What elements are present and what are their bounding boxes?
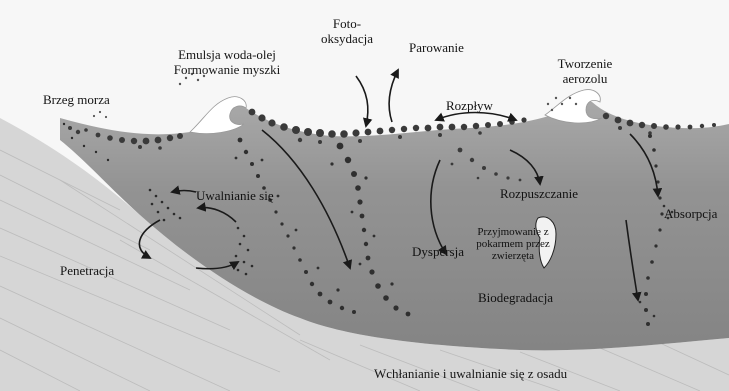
label-shoreline: Brzeg morza xyxy=(43,92,110,107)
label-evaporation: Parowanie xyxy=(409,40,464,55)
label-aerosol-line1: Tworzenie xyxy=(530,56,640,71)
label-dissolution: Rozpuszczanie xyxy=(500,186,578,201)
arrow-spreading xyxy=(436,113,516,121)
label-ingestion: Przyjmowanie z pokarmem przez zwierzęta xyxy=(470,226,556,262)
label-emulsion-line2: Formowanie myszki xyxy=(152,62,302,77)
label-ingestion-line2: pokarmem przez xyxy=(470,238,556,250)
aerosol-spray xyxy=(93,73,577,118)
label-emulsion: Emulsja woda-olej Formowanie myszki xyxy=(152,47,302,77)
label-aerosol-line2: aerozolu xyxy=(530,71,640,86)
label-biodegradation: Biodegradacja xyxy=(478,290,553,305)
label-penetration: Penetracja xyxy=(60,263,114,278)
label-release: Uwalnianie się xyxy=(196,188,274,203)
label-ingestion-line1: Przyjmowanie z xyxy=(470,226,556,238)
label-absorption: Absorpcja xyxy=(664,206,717,221)
label-aerosol: Tworzenie aerozolu xyxy=(530,56,640,86)
label-sediment-exchange: Wchłanianie i uwalnianie się z osadu xyxy=(374,366,567,381)
label-dispersion: Dyspersja xyxy=(412,244,464,259)
label-photooxidation-line1: Foto- xyxy=(312,16,382,31)
label-photooxidation: Foto- oksydacja xyxy=(312,16,382,46)
label-photooxidation-line2: oksydacja xyxy=(312,31,382,46)
label-emulsion-line1: Emulsja woda-olej xyxy=(152,47,302,62)
arrow-photooxidation xyxy=(356,76,368,126)
label-ingestion-line3: zwierzęta xyxy=(470,250,556,262)
arrow-evaporation xyxy=(389,70,398,122)
label-spreading: Rozpływ xyxy=(446,98,493,113)
